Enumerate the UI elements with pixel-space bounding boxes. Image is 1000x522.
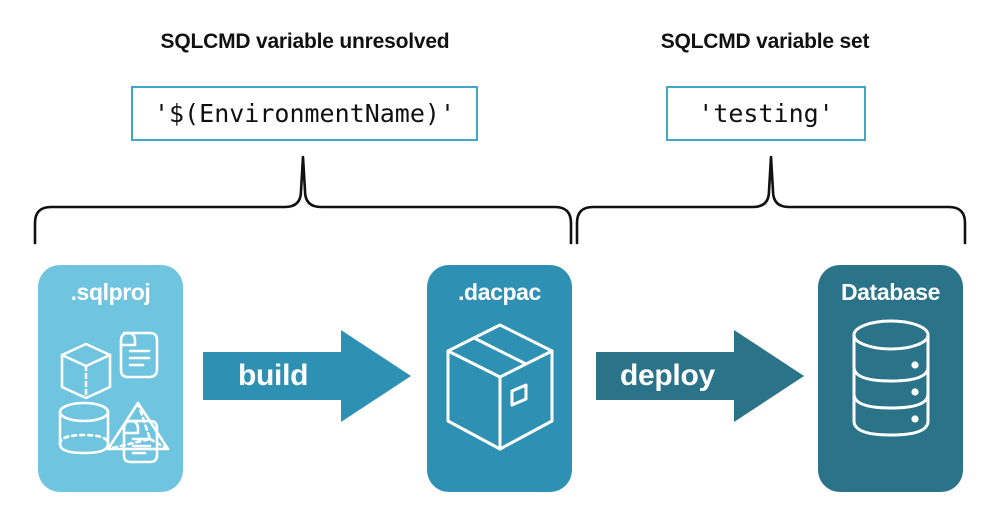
stage-art-dacpac bbox=[427, 317, 572, 457]
stage-box-sqlproj: .sqlproj bbox=[38, 265, 183, 492]
brace-left bbox=[33, 155, 573, 250]
brace-right-icon bbox=[575, 155, 967, 245]
stage-box-database: Database bbox=[818, 265, 963, 492]
annotation-heading-set: SQLCMD variable set bbox=[660, 30, 870, 53]
brace-left-icon bbox=[33, 155, 573, 245]
stage-art-database bbox=[818, 317, 963, 445]
arrow-label-deploy: deploy bbox=[620, 359, 715, 392]
arrow-label-build: build bbox=[238, 359, 309, 392]
arrow-build bbox=[203, 330, 411, 427]
annotation-heading-unresolved: SQLCMD variable unresolved bbox=[160, 30, 450, 53]
database-cylinder-icon bbox=[852, 319, 929, 437]
code-value-box-unresolved: '$(EnvironmentName)' bbox=[131, 86, 478, 141]
stage-box-dacpac: .dacpac bbox=[427, 265, 572, 492]
arrow-right-icon-deploy bbox=[596, 330, 804, 422]
arrow-deploy bbox=[596, 330, 804, 427]
stage-label-dacpac: .dacpac bbox=[458, 279, 541, 305]
stage-art-sqlproj bbox=[38, 317, 183, 467]
database-status-dot-1 bbox=[910, 361, 919, 369]
stage-label-database: Database bbox=[840, 279, 941, 305]
code-value-box-set: 'testing' bbox=[666, 86, 866, 141]
brace-right bbox=[575, 155, 967, 250]
package-box-icon bbox=[446, 323, 553, 451]
project-objects-icon bbox=[58, 331, 169, 464]
database-status-dot-3 bbox=[910, 415, 919, 423]
arrow-right-icon-build bbox=[203, 330, 411, 422]
stage-label-sqlproj: .sqlproj bbox=[70, 279, 151, 305]
database-status-dot-2 bbox=[910, 388, 919, 396]
